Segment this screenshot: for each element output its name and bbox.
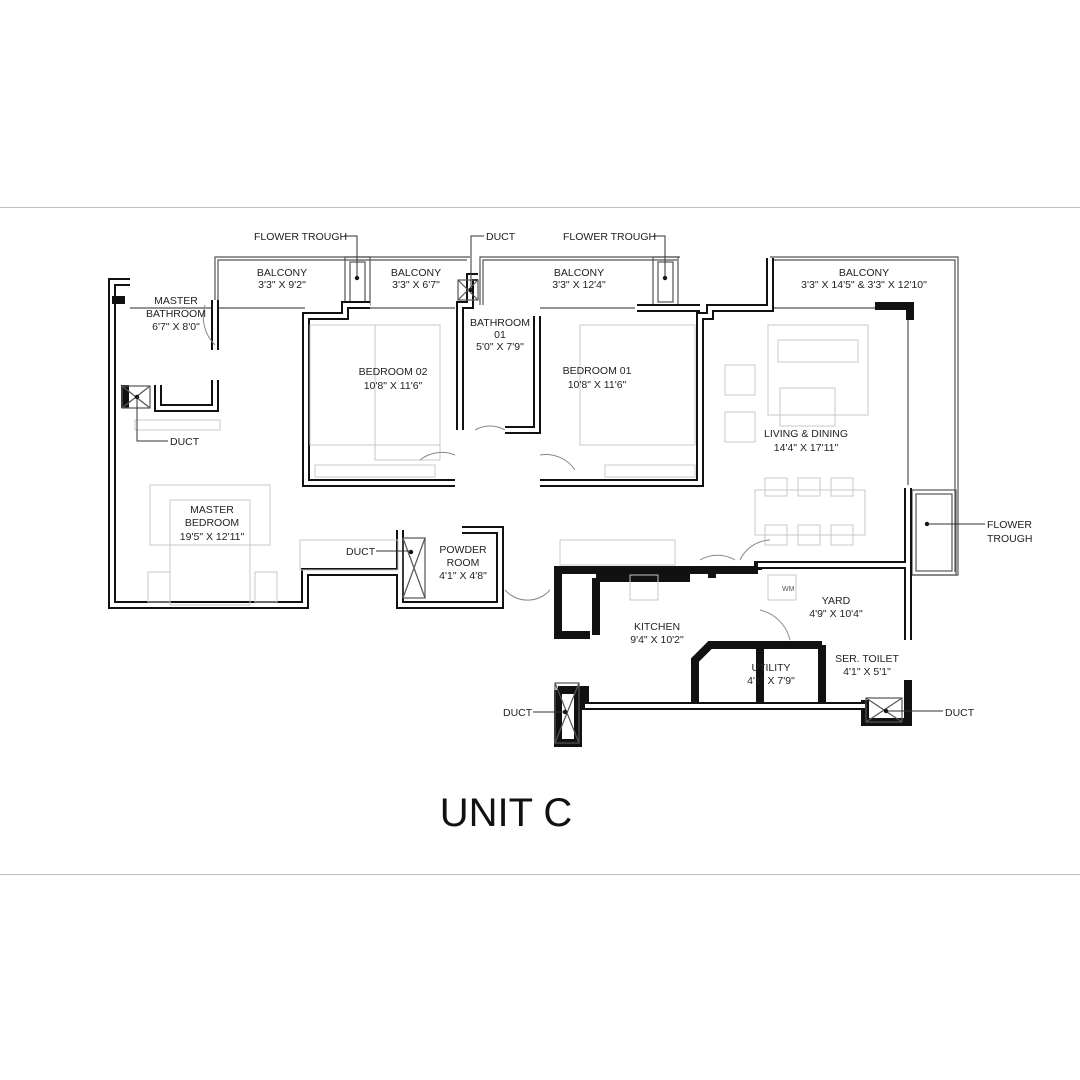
svg-text:SER. TOILET: SER. TOILET xyxy=(835,653,899,665)
room-bedroom-02: BEDROOM 02 10'8" X 11'6" xyxy=(359,366,428,392)
svg-text:BEDROOM 01: BEDROOM 01 xyxy=(563,365,632,377)
svg-text:10'8" X 11'6": 10'8" X 11'6" xyxy=(568,379,627,391)
svg-text:10'8" X 11'6": 10'8" X 11'6" xyxy=(364,380,423,392)
balcony-outlines xyxy=(130,256,959,576)
plan-frame xyxy=(0,207,1080,875)
flower-trough-label: FLOWER TROUGH xyxy=(254,231,347,243)
svg-text:KITCHEN: KITCHEN xyxy=(634,621,680,633)
svg-text:MASTER: MASTER xyxy=(154,295,198,307)
leaders xyxy=(136,235,985,713)
svg-text:YARD: YARD xyxy=(822,595,851,607)
svg-text:BALCONY: BALCONY xyxy=(257,267,307,279)
svg-text:4'1" X 4'8": 4'1" X 4'8" xyxy=(439,570,487,582)
svg-text:BEDROOM 02: BEDROOM 02 xyxy=(359,366,428,378)
svg-text:5'0" X 7'9": 5'0" X 7'9" xyxy=(476,341,524,353)
svg-text:BALCONY: BALCONY xyxy=(391,267,441,279)
svg-text:3'3" X 6'7": 3'3" X 6'7" xyxy=(392,279,440,291)
svg-text:POWDER: POWDER xyxy=(439,544,487,556)
svg-text:3'3" X 9'2": 3'3" X 9'2" xyxy=(258,279,306,291)
room-master-bathroom: MASTER BATHROOM 6'7" X 8'0" xyxy=(146,295,206,333)
flower-trough-label: FLOWER xyxy=(987,519,1032,531)
svg-text:14'4" X 17'11": 14'4" X 17'11" xyxy=(774,442,839,454)
svg-text:4'1" X 7'9": 4'1" X 7'9" xyxy=(747,675,795,687)
svg-text:4'1" X 5'1": 4'1" X 5'1" xyxy=(843,666,891,678)
room-balcony-2: BALCONY 3'3" X 6'7" xyxy=(391,267,441,291)
room-balcony-1: BALCONY 3'3" X 9'2" xyxy=(257,267,307,291)
duct-label: DUCT xyxy=(346,546,376,558)
flower-trough-boxes xyxy=(344,256,957,576)
svg-text:3'3" X 14'5" & 3'3" X 12'10": 3'3" X 14'5" & 3'3" X 12'10" xyxy=(801,279,927,291)
duct-label: DUCT xyxy=(170,436,200,448)
walls xyxy=(108,258,914,747)
flower-trough-label: FLOWER TROUGH xyxy=(563,231,656,243)
svg-text:BALCONY: BALCONY xyxy=(554,267,604,279)
room-yard: YARD 4'9" X 10'4" xyxy=(809,595,863,620)
svg-text:BATHROOM: BATHROOM xyxy=(470,317,530,329)
svg-text:LIVING & DINING: LIVING & DINING xyxy=(764,428,848,440)
svg-text:BATHROOM: BATHROOM xyxy=(146,308,206,320)
ducts xyxy=(121,279,903,744)
duct-label: DUCT xyxy=(503,707,533,719)
furniture xyxy=(134,304,869,641)
room-living-dining: LIVING & DINING 14'4" X 17'11" xyxy=(764,428,848,454)
room-balcony-3: BALCONY 3'3" X 12'4" xyxy=(552,267,606,291)
room-balcony-4: BALCONY 3'3" X 14'5" & 3'3" X 12'10" xyxy=(801,267,927,291)
svg-text:BALCONY: BALCONY xyxy=(839,267,889,279)
flower-trough-label: TROUGH xyxy=(987,533,1033,545)
room-utility: UTILITY 4'1" X 7'9" xyxy=(747,662,795,687)
room-kitchen: KITCHEN 9'4" X 10'2" xyxy=(630,621,684,646)
svg-text:6'7" X 8'0": 6'7" X 8'0" xyxy=(152,321,200,333)
room-bathroom-01: BATHROOM 01 5'0" X 7'9" xyxy=(470,317,530,353)
duct-label: DUCT xyxy=(486,231,516,243)
washer-label: WM xyxy=(782,586,795,593)
svg-text:01: 01 xyxy=(494,329,506,341)
svg-text:MASTER: MASTER xyxy=(190,504,234,516)
svg-text:19'5" X 12'11": 19'5" X 12'11" xyxy=(180,531,245,543)
unit-title: UNIT C xyxy=(440,791,573,835)
duct-label: DUCT xyxy=(945,707,975,719)
svg-text:4'9" X 10'4": 4'9" X 10'4" xyxy=(809,608,863,620)
room-bedroom-01: BEDROOM 01 10'8" X 11'6" xyxy=(563,365,632,391)
svg-text:BEDROOM: BEDROOM xyxy=(185,517,239,529)
room-master-bedroom: MASTER BEDROOM 19'5" X 12'11" xyxy=(180,504,245,543)
svg-text:UTILITY: UTILITY xyxy=(751,662,790,674)
room-powder-room: POWDER ROOM 4'1" X 4'8" xyxy=(439,544,487,582)
svg-text:3'3" X 12'4": 3'3" X 12'4" xyxy=(552,279,606,291)
svg-text:9'4" X 10'2": 9'4" X 10'2" xyxy=(630,634,684,646)
room-service-toilet: SER. TOILET 4'1" X 5'1" xyxy=(835,653,899,678)
svg-text:ROOM: ROOM xyxy=(447,557,480,569)
